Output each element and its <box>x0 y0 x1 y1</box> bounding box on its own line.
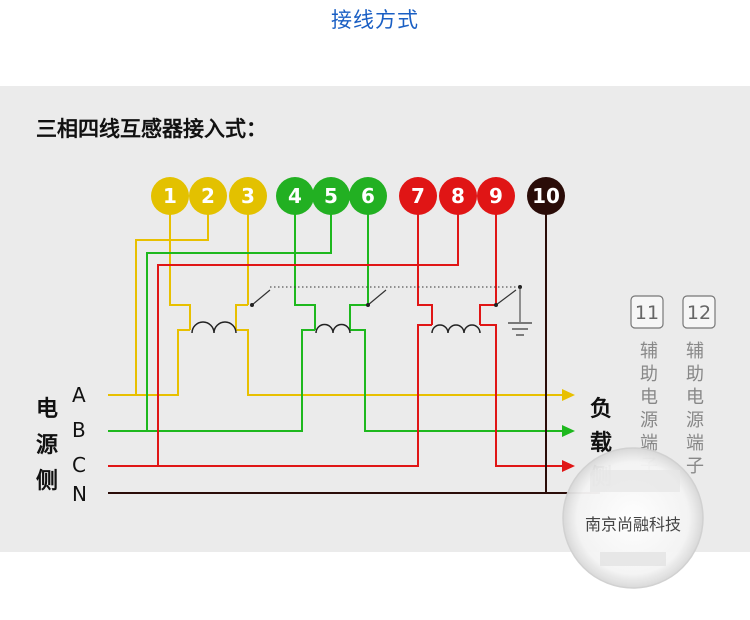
terminal-1: 1 <box>151 177 189 215</box>
wire-a-term2 <box>135 212 209 395</box>
aux-char: 源 <box>640 410 658 431</box>
terminal-circle <box>151 177 189 215</box>
ct-ground-link <box>250 285 522 322</box>
terminal-2: 2 <box>189 177 227 215</box>
phase-label-c: C <box>72 453 86 477</box>
terminal-8: 8 <box>439 177 477 215</box>
terminal-circle <box>349 177 387 215</box>
wire-b-load <box>350 329 562 432</box>
ground-icon <box>508 322 532 336</box>
terminal-circle <box>439 177 477 215</box>
terminal-5: 5 <box>312 177 350 215</box>
terminal-label: 9 <box>489 184 503 208</box>
arrow-c-icon <box>562 460 575 472</box>
wire-c-ct-out <box>479 304 496 325</box>
terminal-label: 10 <box>532 184 560 208</box>
wire-b-ct-out <box>349 304 368 330</box>
terminal-7: 7 <box>399 177 437 215</box>
wire-c-load <box>480 324 562 467</box>
phase-label-a: A <box>72 383 86 407</box>
terminal-label: 3 <box>241 184 255 208</box>
phase-c-wires <box>108 212 562 467</box>
watermark-blur-band <box>590 470 680 492</box>
wire-b-source <box>108 329 315 432</box>
terminal-label: 2 <box>201 184 215 208</box>
aux-char: 电 <box>686 387 704 408</box>
aux-terminal-box <box>682 295 716 329</box>
wire-a-source <box>108 329 190 396</box>
aux-char: 端 <box>686 433 704 454</box>
wire-c-source <box>108 324 432 467</box>
phase-a-wires <box>108 212 562 396</box>
aux-char: 辅 <box>686 341 704 362</box>
phase-label-b: B <box>72 418 86 442</box>
terminal-label: 6 <box>361 184 375 208</box>
ct-coils <box>191 321 481 334</box>
aux-char: 电 <box>640 387 658 408</box>
terminal-circle <box>276 177 314 215</box>
wire-b-term4 <box>294 212 316 330</box>
aux-terminal-12: 12 辅 助 电 源 端 子 <box>682 295 716 477</box>
terminal-label: 5 <box>324 184 338 208</box>
load-arrows <box>562 389 575 472</box>
ct-coil-b <box>315 323 351 334</box>
terminal-circle <box>477 177 515 215</box>
terminal-circle <box>189 177 227 215</box>
arrow-b-icon <box>562 425 575 437</box>
watermark-badge: 南京尚融科技 <box>562 447 704 589</box>
terminal-3: 3 <box>229 177 267 215</box>
terminal-label: 1 <box>163 184 177 208</box>
aux-char: 辅 <box>640 341 658 362</box>
terminal-label: 7 <box>411 184 425 208</box>
terminal-circle <box>399 177 437 215</box>
watermark-text: 南京尚融科技 <box>585 515 681 534</box>
aux-char: 源 <box>686 410 704 431</box>
terminal-10: 10 <box>527 177 565 215</box>
load-side-char: 载 <box>590 430 612 456</box>
terminal-9: 9 <box>477 177 515 215</box>
watermark-blur-band <box>600 552 666 566</box>
source-side-char: 源 <box>36 433 58 458</box>
wire-b-term5 <box>146 212 332 431</box>
wire-a-ct-out <box>235 304 248 330</box>
aux-terminal-number: 12 <box>687 302 711 324</box>
terminal-6: 6 <box>349 177 387 215</box>
terminal-circle <box>527 177 565 215</box>
neutral-wires <box>108 212 600 494</box>
phase-labels: A B C N <box>72 383 87 506</box>
wire-a-term1 <box>169 212 191 330</box>
source-side-char: 电 <box>36 397 58 422</box>
aux-terminal-box <box>630 295 664 329</box>
terminal-label: 4 <box>288 184 302 208</box>
source-side-label: 电 源 侧 <box>36 397 58 494</box>
phase-label-n: N <box>72 482 87 506</box>
terminal-circle <box>229 177 267 215</box>
wire-c-term7 <box>417 212 433 325</box>
terminal-row: 1 2 3 4 5 6 7 8 <box>151 177 565 215</box>
arrow-a-icon <box>562 389 575 401</box>
terminal-label: 8 <box>451 184 465 208</box>
source-side-char: 侧 <box>36 469 58 494</box>
aux-terminal-number: 11 <box>635 302 659 324</box>
ct-coil-a <box>191 321 237 334</box>
phase-b-wires <box>108 212 562 432</box>
terminal-4: 4 <box>276 177 314 215</box>
ct-coil-c <box>431 324 481 334</box>
wire-c-term8 <box>157 212 459 466</box>
terminal-circle <box>312 177 350 215</box>
aux-char: 子 <box>686 456 704 477</box>
page-title: 接线方式 <box>331 8 419 32</box>
aux-char: 助 <box>686 364 704 385</box>
diagram-heading: 三相四线互感器接入式： <box>36 117 267 141</box>
wire-a-load <box>236 329 562 396</box>
load-side-char: 负 <box>590 397 612 422</box>
aux-char: 助 <box>640 364 658 385</box>
